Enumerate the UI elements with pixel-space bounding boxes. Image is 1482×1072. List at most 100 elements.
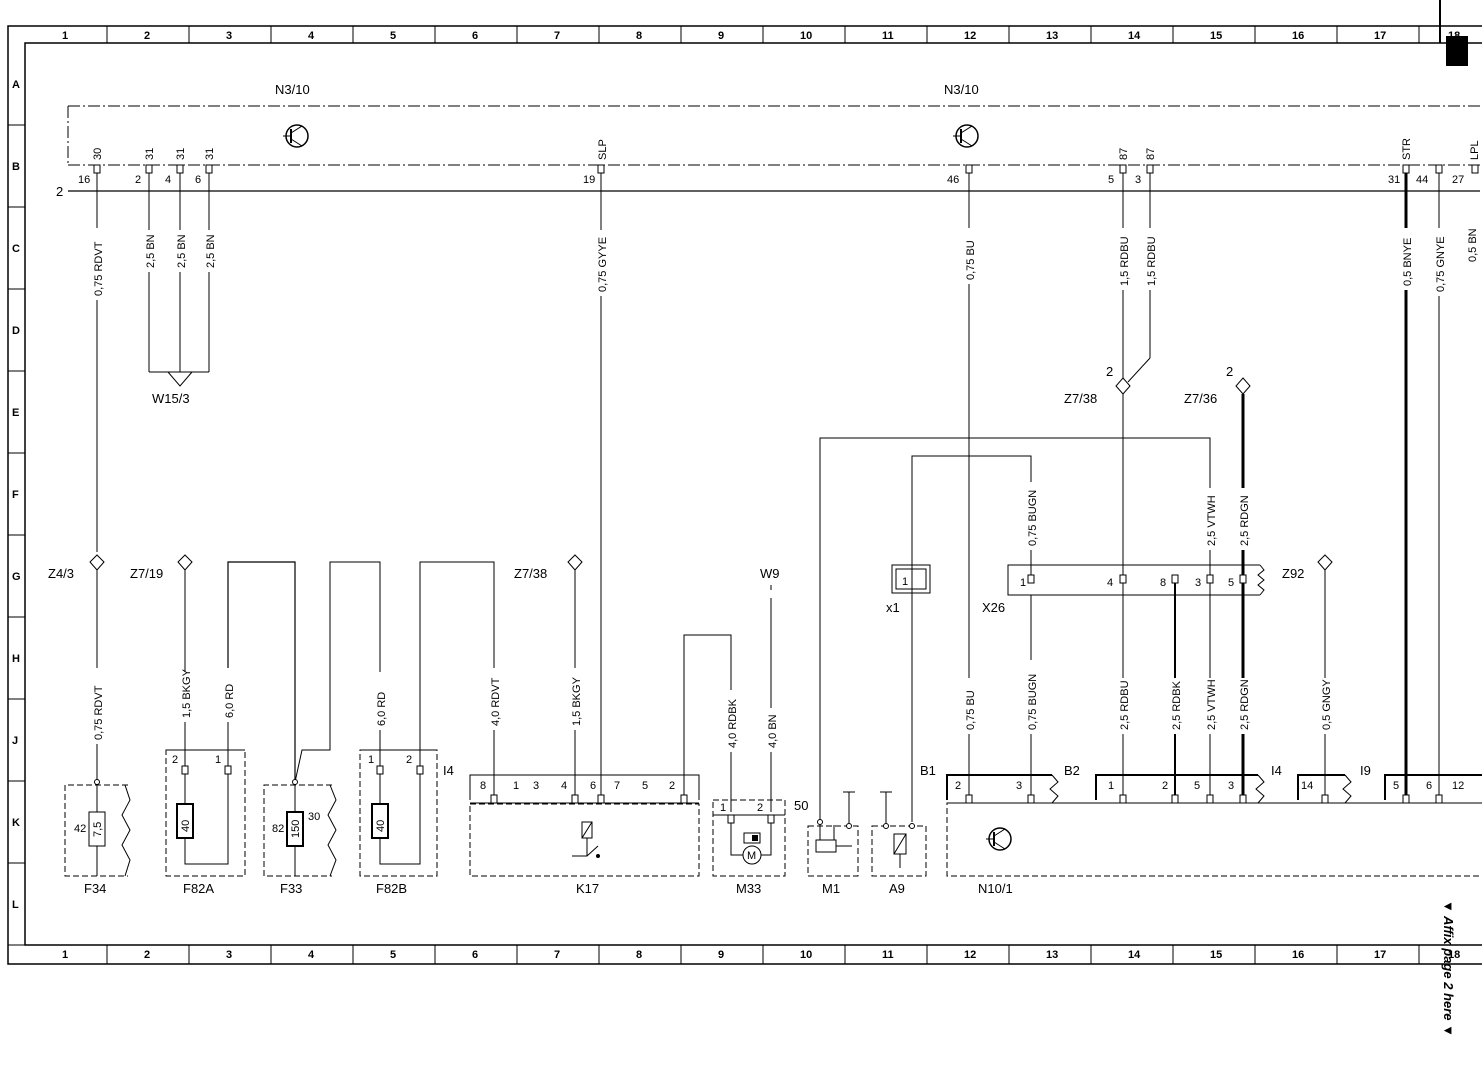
grid-col-label: 2 (144, 949, 150, 961)
svg-text:0,75 BUGN: 0,75 BUGN (1027, 674, 1039, 730)
grid-col-label: 6 (472, 30, 478, 42)
grid-col-label: 9 (718, 949, 724, 961)
svg-text:2,5 BN: 2,5 BN (145, 234, 157, 268)
grid-col-label: 10 (800, 949, 812, 961)
svg-text:0,75 RDVT: 0,75 RDVT (93, 241, 105, 296)
svg-text:4: 4 (1107, 577, 1113, 589)
svg-text:30: 30 (308, 811, 320, 823)
svg-text:2: 2 (757, 802, 763, 814)
affix-note: ▼ Affix page 2 here ▼ (1441, 900, 1456, 1037)
m1-label: M1 (822, 881, 840, 896)
grid-col-label: 7 (554, 30, 560, 42)
svg-text:4: 4 (561, 780, 567, 792)
svg-text:6: 6 (590, 780, 596, 792)
svg-text:2: 2 (955, 780, 961, 792)
svg-text:150: 150 (290, 820, 302, 838)
svg-text:2,5 RDBU: 2,5 RDBU (1119, 680, 1131, 730)
page-marker (1446, 36, 1468, 66)
grid-col-label: 16 (1292, 949, 1304, 961)
n10-1-label: N10/1 (978, 881, 1013, 896)
svg-text:2,5 RDBK: 2,5 RDBK (1171, 680, 1183, 730)
svg-text:3: 3 (1228, 780, 1234, 792)
svg-text:1: 1 (1020, 577, 1026, 589)
svg-text:14: 14 (1301, 780, 1313, 792)
grid-col-label: 14 (1128, 30, 1141, 42)
grid-col-label: 18 (1448, 30, 1460, 42)
svg-text:82: 82 (272, 823, 284, 835)
z7-38-label: Z7/38 (1064, 391, 1097, 406)
m33-motor-box: 1 2 M (712, 799, 786, 877)
grid-col-label: 6 (472, 949, 478, 961)
grid-columns: 1122334455667788991010111112121313141415… (62, 26, 1460, 964)
splice-icon (177, 554, 193, 571)
svg-text:8: 8 (1160, 577, 1166, 589)
w9-label: W9 (760, 566, 780, 581)
transistor-icon (283, 124, 309, 148)
ref-2-label: 2 (1106, 364, 1113, 379)
motor-icon: M (730, 823, 772, 865)
svg-text:5: 5 (642, 780, 648, 792)
grid-col-label: 15 (1210, 30, 1222, 42)
svg-text:5: 5 (1194, 780, 1200, 792)
svg-text:31: 31 (175, 148, 187, 160)
grid-row-label: D (12, 325, 20, 337)
grid-col-label: 5 (390, 30, 396, 42)
svg-text:5: 5 (1108, 174, 1114, 186)
svg-text:LPL: LPL (1469, 140, 1481, 160)
svg-text:87: 87 (1118, 148, 1130, 160)
grid-row-label: C (12, 243, 20, 255)
grid-row-label: B (12, 161, 20, 173)
grid-col-label: 3 (226, 949, 232, 961)
grid-col-label: 8 (636, 30, 642, 42)
splice-icon (1235, 377, 1251, 395)
svg-text:42: 42 (74, 823, 86, 835)
svg-text:4,0 BN: 4,0 BN (767, 714, 779, 748)
svg-text:1: 1 (720, 802, 726, 814)
svg-text:5: 5 (1228, 577, 1234, 589)
wire-label: 2,5 VTWH (1206, 495, 1218, 546)
ref-2-label: 2 (1226, 364, 1233, 379)
svg-text:44: 44 (1416, 174, 1428, 186)
pin-50-label: 50 (794, 798, 808, 813)
svg-text:0,75 BU: 0,75 BU (965, 240, 977, 280)
svg-text:8: 8 (480, 780, 486, 792)
grid-col-label: 8 (636, 949, 642, 961)
f82a-label: F82A (183, 881, 214, 896)
inner-frame (24, 42, 1482, 946)
svg-text:12: 12 (1452, 780, 1464, 792)
f34-label: F34 (84, 881, 106, 896)
w15-3-label: W15/3 (152, 391, 190, 406)
splice-icon (567, 554, 583, 571)
relay-icon (572, 821, 600, 858)
svg-text:7,5: 7,5 (92, 822, 104, 837)
svg-text:6,0 RD: 6,0 RD (224, 684, 236, 718)
i4-label: I4 (1271, 763, 1282, 778)
svg-text:87: 87 (1145, 148, 1157, 160)
k17-relay-box: 8 1 3 4 6 7 5 2 (469, 774, 700, 877)
svg-text:27: 27 (1452, 174, 1464, 186)
svg-text:3: 3 (533, 780, 539, 792)
z92-label: Z92 (1282, 566, 1304, 581)
svg-text:4: 4 (165, 174, 171, 186)
pin-2: 2 31 (135, 148, 156, 186)
svg-text:7: 7 (614, 780, 620, 792)
grid-row-label: E (12, 407, 19, 419)
splice-icon (89, 554, 105, 571)
svg-text:2: 2 (1162, 780, 1168, 792)
k17-label: K17 (576, 881, 599, 896)
grid-col-label: 10 (800, 30, 812, 42)
grid-col-label: 4 (308, 30, 315, 42)
grid-col-label: 17 (1374, 949, 1386, 961)
grid-col-label: 9 (718, 30, 724, 42)
z7-38-label: Z7/38 (514, 566, 547, 581)
svg-text:40: 40 (180, 820, 192, 832)
i4-label: I4 (443, 763, 454, 778)
svg-text:46: 46 (947, 174, 959, 186)
svg-text:31: 31 (144, 148, 156, 160)
pin-44: 44 (1416, 164, 1443, 186)
wire-label: 0,75 BUGN (1027, 490, 1039, 546)
svg-text:2,5 BN: 2,5 BN (205, 234, 217, 268)
svg-text:1,5 RDBU: 1,5 RDBU (1146, 236, 1158, 286)
grid-col-label: 13 (1046, 949, 1058, 961)
